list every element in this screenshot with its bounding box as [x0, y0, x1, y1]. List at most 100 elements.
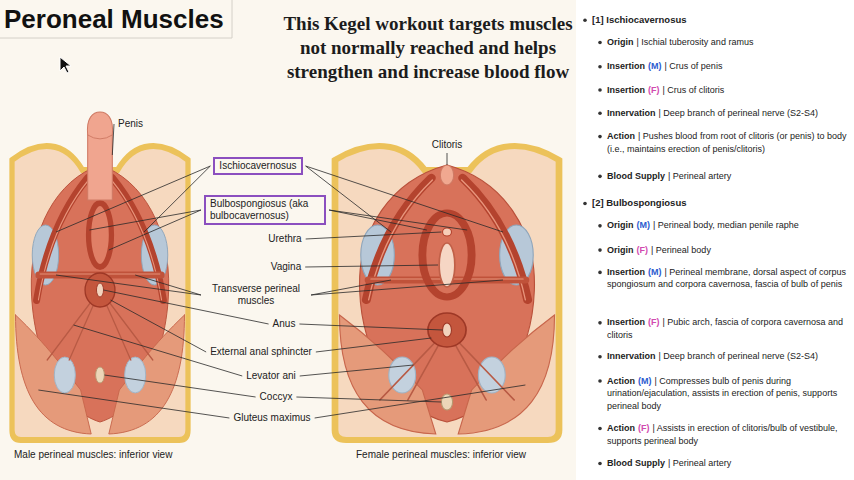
vagina-opening	[439, 243, 455, 287]
field-value: | Perineal artery	[668, 458, 731, 468]
field-name: Action	[607, 376, 635, 386]
bullet-dot	[598, 379, 602, 383]
part-label: External anal sphincter	[209, 346, 313, 358]
bullet-dot	[598, 65, 602, 69]
fact-row: Insertion(F)| Pubic arch, fascia of corp…	[607, 316, 848, 341]
fact-row: Origin(F)| Perineal body	[607, 244, 848, 257]
part-label: Transverse perineal muscles	[204, 283, 308, 307]
bullet-dot	[583, 18, 587, 22]
leader-line	[56, 275, 201, 295]
urethra-opening	[443, 228, 452, 236]
fact-row: Innervation| Deep branch of perineal ner…	[607, 107, 848, 120]
title-frame	[232, 0, 233, 38]
leader-line	[299, 324, 442, 330]
field-name: Insertion	[607, 61, 645, 71]
field-name: Blood Supply	[607, 171, 665, 181]
clitoris-shape	[440, 165, 453, 185]
leader-line	[311, 280, 503, 295]
part-label: Coccyx	[259, 391, 294, 403]
part-label: Anus	[272, 318, 297, 330]
bullet-dot	[598, 321, 602, 325]
bullet-dot	[598, 248, 602, 252]
muscle-name-box: Bulbospongiosus (aka bulbocavernosus)	[204, 195, 326, 225]
fact-row: Insertion(M)| Perineal membrane, dorsal …	[607, 266, 848, 291]
overlay-note: This Kegel workout targets muscles not n…	[258, 12, 598, 84]
figure-caption: Male perineal muscles: inferior view	[14, 449, 172, 461]
sex-tag: (M)	[638, 376, 652, 386]
fact-row: Insertion(F)| Crus of clitoris	[607, 84, 848, 97]
field-value: | Deep branch of perineal nerve (S2-S4)	[659, 108, 818, 118]
section-heading: [1] Ischiocavernosus	[592, 14, 687, 25]
male-perineum-figure	[12, 112, 188, 440]
field-name: Origin	[607, 37, 634, 47]
gluteus-maximus	[109, 315, 185, 434]
leader-line	[135, 275, 201, 295]
sex-tag: (M)	[637, 220, 651, 230]
fact-row: Origin| Ischial tuberosity and ramus	[607, 36, 848, 49]
anal-sphincter	[85, 273, 115, 307]
fact-row: Action(M)| Compresses bulb of penis duri…	[607, 375, 848, 413]
part-label: Gluteus maximus	[232, 412, 311, 424]
fact-row: Innervation| Deep branch of perineal ner…	[607, 350, 848, 363]
fact-row: Action| Pushes blood from root of clitor…	[607, 130, 848, 155]
leader-line	[112, 124, 114, 155]
field-name: Insertion	[607, 267, 645, 277]
bullet-dot	[598, 355, 602, 359]
muscle-name: Bulbospongiosus (aka bulbocavernosus)	[210, 198, 320, 222]
field-name: Action	[607, 423, 635, 433]
fact-row: Origin(M)| Perineal body, median penile …	[607, 219, 848, 232]
notes-panel	[576, 0, 854, 480]
field-value: | Pushes blood from root of clitoris (or…	[607, 131, 846, 154]
bullet-dot	[598, 271, 602, 275]
leader-line	[109, 210, 201, 250]
leader-line	[89, 210, 201, 230]
bullet-dot	[598, 112, 602, 116]
fact-row: Blood Supply| Perineal artery	[607, 457, 848, 470]
field-value: | Perineal body	[651, 245, 711, 255]
leader-lines	[38, 124, 525, 418]
section-heading-row: [2] Bulbospongiosus	[592, 197, 848, 210]
bulbospongiosus-muscle	[89, 203, 112, 267]
sex-tag: (M)	[648, 61, 662, 71]
leader-line	[38, 390, 229, 418]
gluteus-maximus	[16, 315, 92, 434]
field-name: Action	[607, 131, 635, 141]
bullet-dot	[598, 427, 602, 431]
section-heading: [2] Bulbospongiosus	[592, 197, 686, 208]
penis-shape	[87, 112, 112, 200]
fat-pad	[54, 357, 75, 393]
leader-line	[305, 265, 438, 267]
ischiocavernosus-muscle	[112, 178, 163, 300]
field-name: Origin	[607, 245, 634, 255]
bullet-dot	[598, 224, 602, 228]
bullet-dot	[598, 135, 602, 139]
bullet-dot	[598, 175, 602, 179]
figure-caption: Female perineal muscles: inferior view	[356, 449, 526, 461]
anus-opening	[96, 283, 103, 297]
muscle-striation	[38, 180, 88, 300]
mouse-cursor	[60, 57, 71, 73]
leader-line	[447, 153, 448, 165]
leader-line	[329, 210, 467, 230]
leader-line	[311, 280, 391, 295]
leader-line	[300, 365, 414, 376]
bullet-dot	[583, 202, 587, 206]
section-heading-row: [1] Ischiocavernosus	[592, 14, 848, 27]
leader-line	[306, 232, 442, 239]
part-label: Clitoris	[431, 139, 464, 151]
muscle-name-box: Ischiocavernosus	[213, 157, 302, 175]
sex-tag: (M)	[648, 267, 662, 277]
part-label: Urethra	[267, 233, 302, 245]
female-perineum-figure	[335, 146, 559, 440]
field-value: | Perineal body, median penile raphe	[653, 220, 799, 230]
field-name: Innervation	[607, 351, 656, 361]
bullets	[583, 18, 602, 465]
leader-line	[104, 375, 255, 397]
anus-opening	[443, 323, 452, 337]
sex-tag: (F)	[637, 245, 649, 255]
field-value: | Perineal artery	[668, 171, 731, 181]
body-outline	[335, 146, 559, 440]
leader-line	[111, 300, 207, 352]
part-label: Levator ani	[245, 370, 296, 382]
fact-row: Insertion(M)| Crus of penis	[607, 60, 848, 73]
